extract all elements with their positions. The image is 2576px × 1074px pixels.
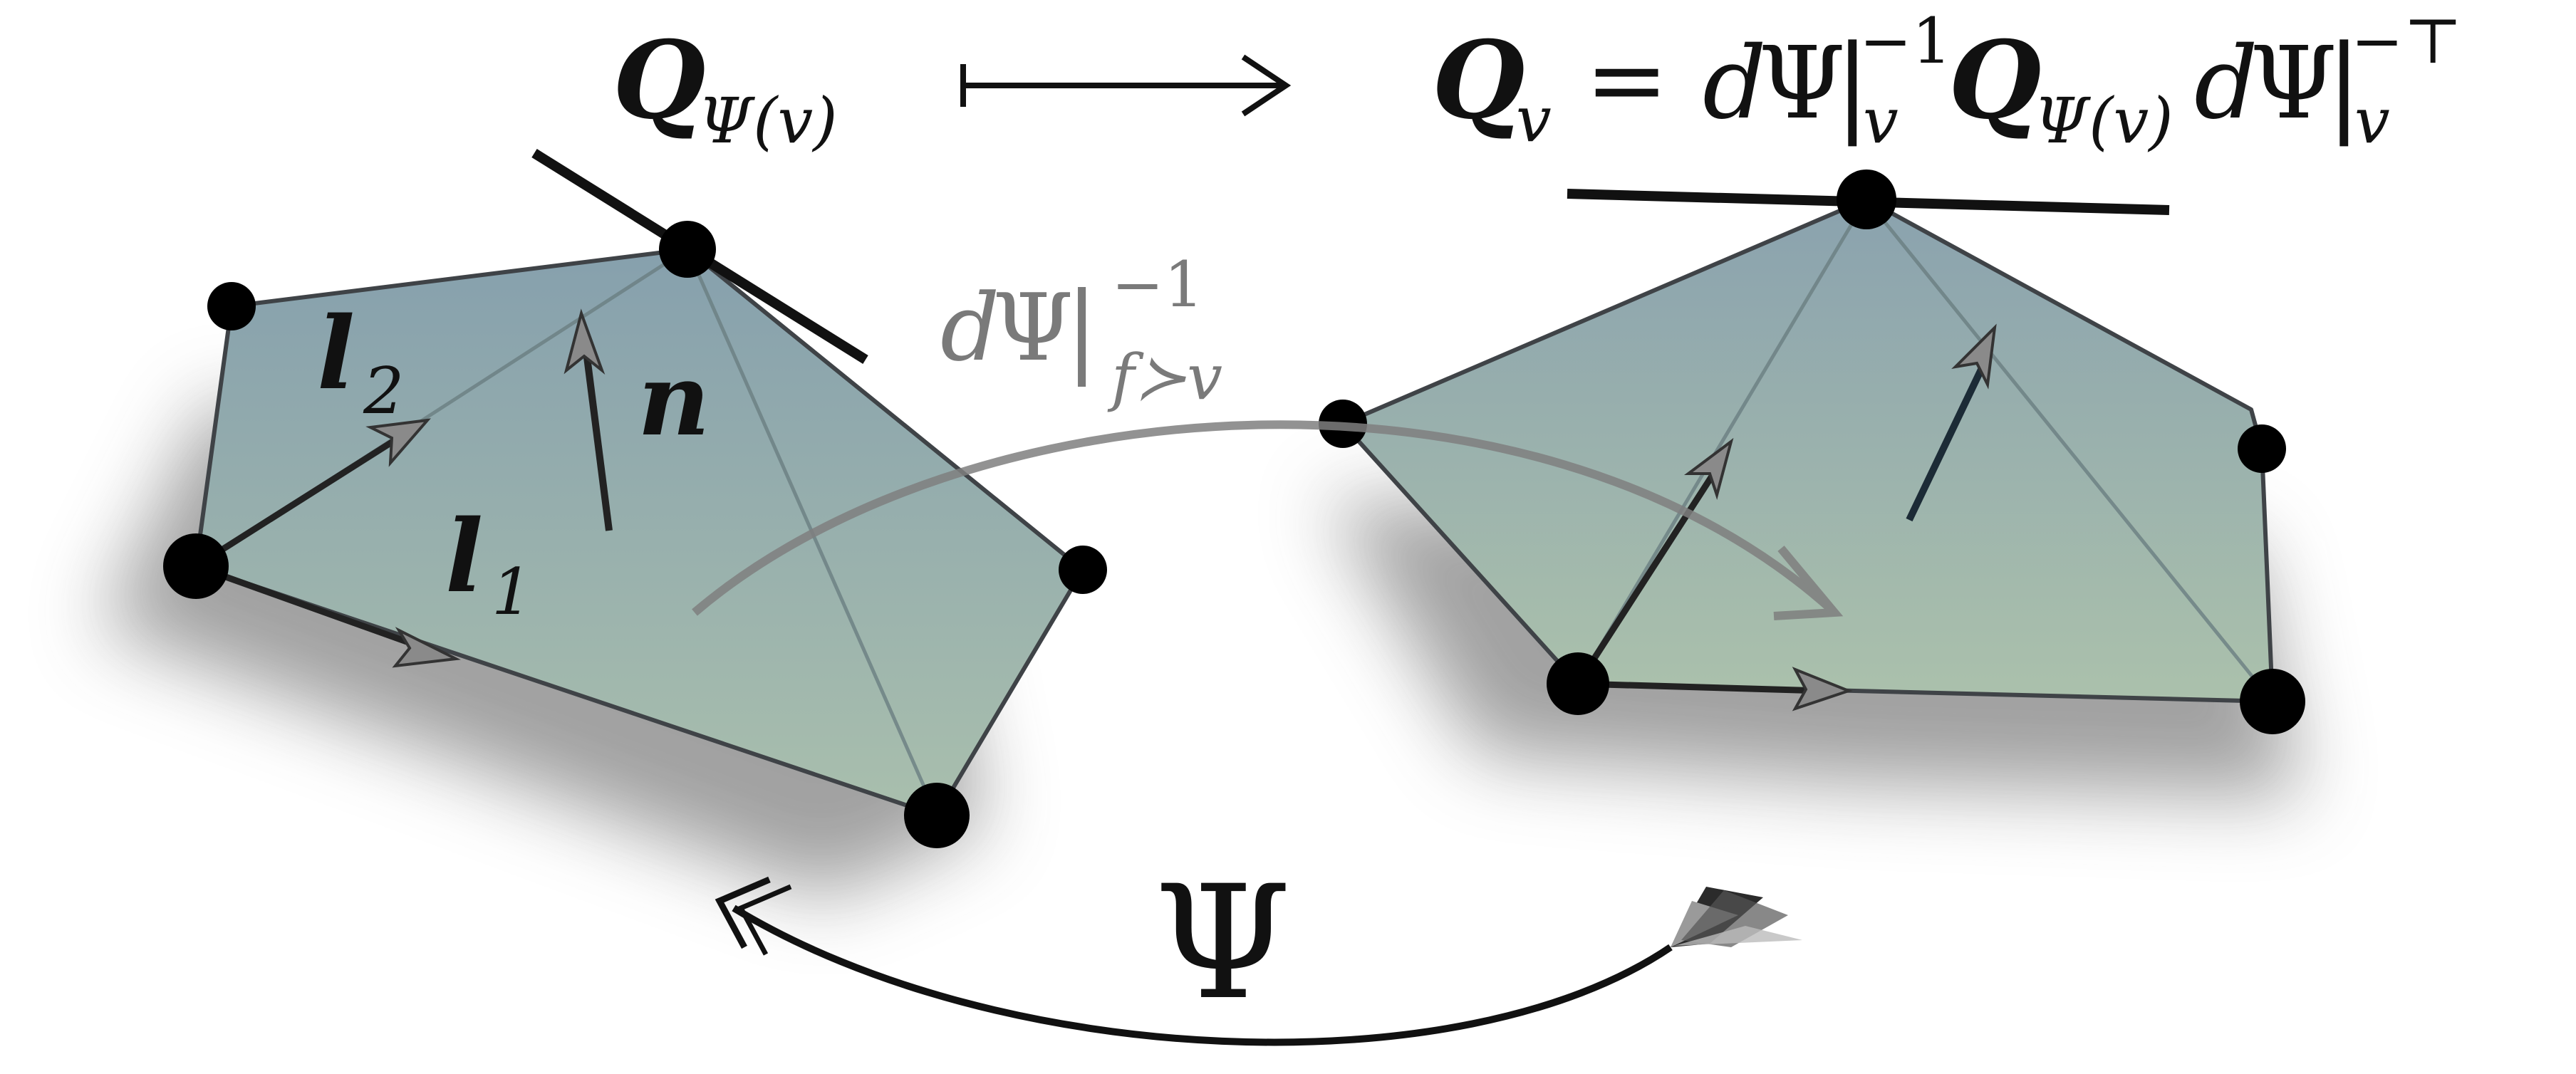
- l2-subscript: 2: [363, 354, 404, 429]
- right-vertex: [1547, 652, 1609, 715]
- bar-symbol-1: |: [1834, 23, 1871, 147]
- l2-arrowhead: [365, 418, 431, 467]
- source-q-subscript: Ψ(v): [698, 84, 838, 157]
- psi-symbol-1: Ψ: [1758, 26, 1846, 142]
- d-symbol-1: d: [1703, 26, 1767, 142]
- bar-symbol-2: |: [2326, 23, 2362, 147]
- left-vertex: [1059, 546, 1107, 594]
- target-q-inner-subscript: Ψ(v): [2034, 84, 2174, 157]
- l1-subscript: 1: [492, 555, 532, 630]
- l1-arrowhead: [392, 627, 461, 668]
- right-vertex: [2238, 424, 2286, 473]
- sub-v-2: v: [2354, 84, 2390, 157]
- right-n-arrow-shaft: [1906, 354, 1991, 522]
- left-vertex: [904, 783, 970, 848]
- mapsto-arrow: [960, 54, 1292, 117]
- l1-label: l: [445, 499, 483, 615]
- dpsi-label-d: d: [940, 273, 999, 382]
- right-l2-arrowhead: [1684, 437, 1734, 500]
- n-arrow-shaft: [581, 334, 613, 531]
- target-q-inner: Q: [1948, 18, 2042, 143]
- right-n-arrowhead: [1951, 323, 1997, 390]
- l2-label: l: [317, 296, 355, 412]
- n-label: n: [638, 342, 710, 459]
- n-arrowhead: [564, 308, 606, 375]
- left-vertex: [659, 221, 716, 278]
- dpsi-label-sub: f≻v: [1107, 340, 1222, 414]
- right-vertex: [2240, 669, 2305, 734]
- sup-inv-1: −1: [1859, 4, 1952, 78]
- source-q-label: Q: [613, 18, 706, 143]
- psi-symbol-2: Ψ: [2250, 26, 2337, 142]
- right-mesh-edge: [1865, 198, 2274, 703]
- l1-arrow-shaft: [194, 563, 436, 655]
- right-mesh: [1319, 170, 2305, 734]
- psi-map-label: Ψ: [1154, 852, 1292, 1034]
- right-l1-arrow-shaft: [1577, 680, 1824, 694]
- dpsi-label-sup: −1: [1111, 248, 1204, 321]
- l2-arrow-shaft: [194, 428, 412, 569]
- sup-invT: −⊤: [2351, 4, 2463, 78]
- d-symbol-2: d: [2194, 26, 2258, 142]
- differential-curve: [692, 420, 1844, 620]
- right-l1-arrowhead: [1792, 667, 1853, 711]
- left-mesh-face-fill: [194, 247, 1085, 818]
- left-mesh: [163, 149, 1107, 848]
- right-vertex: [1837, 170, 1896, 229]
- psi-curve-arrowhead-inner: [737, 884, 792, 956]
- sub-v-1: v: [1863, 84, 1899, 157]
- left-vertex: [163, 533, 229, 599]
- right-l2-arrow-shaft: [1575, 461, 1723, 686]
- dpsi-label-bar: |: [1065, 271, 1099, 387]
- right-mesh-edge: [1576, 198, 1869, 685]
- target-q-label: Q: [1432, 18, 1525, 143]
- target-q-subscript: v: [1516, 83, 1552, 156]
- dpsi-label-psi: Ψ: [992, 273, 1074, 382]
- psi-curve: [715, 876, 1802, 1046]
- psi-curve-fletching: [1671, 887, 1802, 947]
- psi-curve-arrowhead: [715, 876, 771, 949]
- equals-sign: =: [1585, 22, 1668, 138]
- left-vertex: [207, 282, 256, 330]
- differential-curve-arrowhead: [1773, 546, 1844, 620]
